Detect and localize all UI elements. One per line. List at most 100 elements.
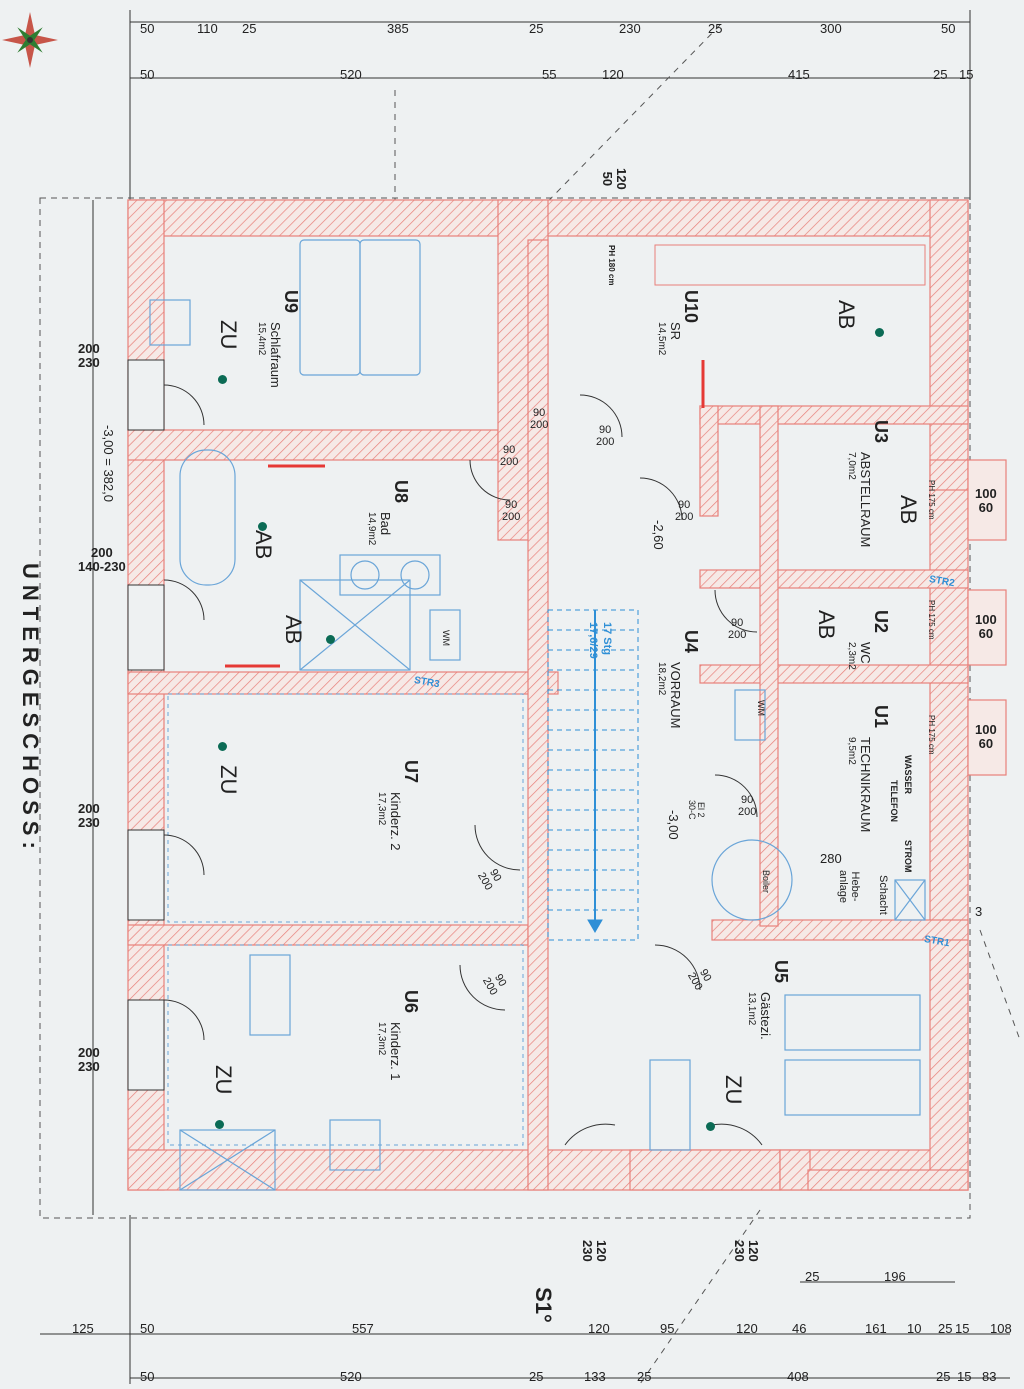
dimension-label: 110 (197, 21, 218, 36)
room-code: U6 (401, 990, 421, 1014)
dimension-label: 120 (588, 1321, 610, 1336)
marker-dot (706, 1122, 715, 1131)
fixture-label: Schacht (877, 875, 889, 915)
room-marker: ZU (211, 1065, 236, 1095)
marker-dot (215, 1120, 224, 1129)
dimension-label: 46 (792, 1321, 807, 1336)
room-code: U7 (401, 760, 421, 784)
level-label: -2,60 (651, 520, 666, 550)
dimension-label: 125 (72, 1321, 94, 1336)
door-label: 90 200 (530, 407, 549, 431)
room-code: U9 (281, 290, 301, 314)
window-label: 200 140-230 (78, 545, 126, 574)
door-label: 90 200 (738, 794, 757, 818)
dimension-label: 408 (787, 1369, 809, 1384)
room-area: 17,3m2 (376, 792, 387, 826)
room-name: ABSTELLRAUM (858, 452, 873, 548)
dimension-label: 385 (387, 21, 409, 36)
grid-marker: 3 (975, 904, 983, 919)
fixture-label: PH 180 cm (607, 245, 616, 286)
right-shafts (967, 459, 1007, 776)
room-name: Bad (378, 512, 393, 536)
dimension-label: 161 (865, 1321, 887, 1336)
dimension-label: 83 (982, 1369, 997, 1384)
room-area: 9,5m2 (846, 737, 857, 765)
dimension-label: 95 (660, 1321, 675, 1336)
utility-label: WASSER (903, 755, 913, 795)
room-name: Schlafraum (268, 322, 283, 388)
dimension-label: 415 (788, 67, 810, 82)
marker-dot (326, 635, 335, 644)
room-area: 18,2m2 (656, 662, 667, 696)
dimension-label: 25 (805, 1269, 820, 1284)
room-area: 7,0m2 (846, 452, 857, 480)
utility-label: TELEFON (889, 780, 899, 822)
room-area: 14,9m2 (366, 512, 377, 546)
room-marker: AB (896, 495, 921, 525)
window-label: 200 230 (78, 801, 100, 830)
dimension-label: 15 (959, 67, 974, 82)
room-marker: AB (814, 610, 839, 640)
dimension-label: 133 (584, 1369, 606, 1384)
dimension-label: 10 (907, 1321, 922, 1336)
stair-label: 17 Stg (601, 622, 613, 656)
dimension-label: 520 (340, 67, 362, 82)
fixture-label: Boiler (761, 870, 771, 894)
room-marker: ZU (216, 765, 241, 795)
marker-dot (218, 742, 227, 751)
dimension-lines (40, 10, 1010, 1384)
shaft-label: 100 60 (975, 486, 997, 515)
stair-label: 17,6/29 (587, 622, 599, 659)
dimension-label: 25 (708, 21, 723, 36)
room-code: U5 (771, 960, 791, 984)
dimension-label: 25 (637, 1369, 652, 1384)
dimension-label: 55 (542, 67, 557, 82)
dimension-label: 15 (955, 1321, 970, 1336)
fixture-label: WM (441, 630, 451, 646)
dimension-label: 108 (990, 1321, 1012, 1336)
room-area: 13,1m2 (746, 992, 757, 1026)
compass-rose-icon (2, 12, 58, 68)
dimension-label: 25 (529, 1369, 544, 1384)
fixture-label: WM (756, 700, 766, 716)
room-marker: ZU (216, 320, 241, 350)
fixture-label: PH 175 cm (927, 480, 936, 520)
dimension-label: 15 (957, 1369, 972, 1384)
room-code: U10 (681, 290, 701, 324)
red-marks (225, 360, 705, 668)
property-outline (39, 197, 971, 1219)
window-label: 120 230 (732, 1240, 761, 1262)
room-code: U2 (871, 610, 891, 634)
dimension-label: 50 (941, 21, 956, 36)
room-marker: AB (251, 530, 276, 560)
dimension-label: 280 (820, 851, 842, 866)
dimension-label: 25 (933, 67, 948, 82)
door-label: 90 200 (502, 499, 521, 523)
dimension-label: 120 (602, 67, 624, 82)
dimension-label: 557 (352, 1321, 374, 1336)
dimension-label: 25 (529, 21, 544, 36)
level-label: -3,00 = 382,0 (101, 425, 116, 502)
room-area: 15,4m2 (256, 322, 267, 356)
room-name: TECHNIKRAUM (858, 737, 873, 833)
dimension-label: 50 (140, 1321, 155, 1336)
left-windows (127, 359, 165, 1091)
room-name: VORRAUM (668, 662, 683, 729)
dimension-label: 50 (140, 21, 155, 36)
storage-shelving (654, 244, 926, 286)
dimension-label: 50 (140, 67, 155, 82)
window-label: 200 230 (78, 1045, 100, 1074)
utility-label: STROM (903, 840, 913, 873)
exterior-walls (127, 199, 969, 1191)
room-name: SR (668, 322, 683, 341)
sheet-title: UNTERGESCHOSS: (18, 563, 43, 855)
room-marker: AB (281, 615, 306, 645)
dimension-label: 25 (242, 21, 257, 36)
door-label: 90 200 (728, 617, 747, 641)
room-name: Gästezi. (758, 992, 773, 1040)
room-name: Kinderz. 1 (388, 1022, 403, 1081)
dimension-label: 196 (884, 1269, 906, 1284)
room-code: U3 (871, 420, 891, 444)
